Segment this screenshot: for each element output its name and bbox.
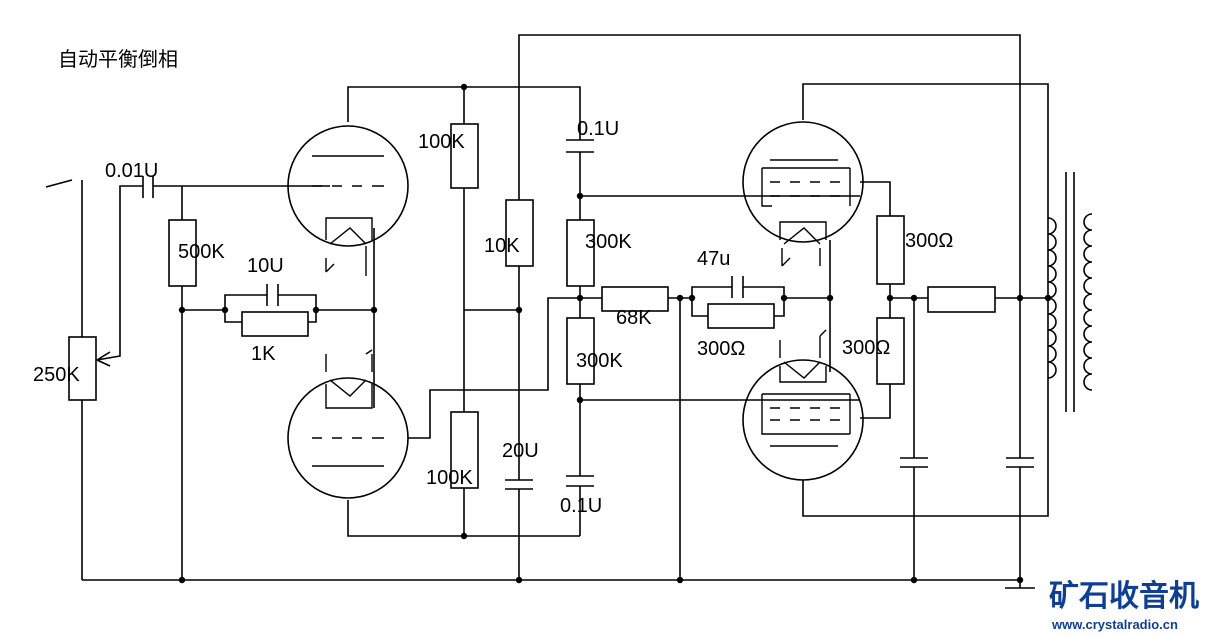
label-r-dropper: 10K bbox=[484, 235, 520, 257]
diagram-title: 自动平衡倒相 bbox=[58, 47, 178, 71]
watermark: 矿石收音机 www.crystalradio.cn bbox=[1049, 579, 1199, 632]
capacitor-0-01u bbox=[142, 176, 154, 198]
label-r-load-top: 100K bbox=[418, 131, 465, 153]
output-transformer bbox=[1047, 172, 1093, 412]
label-r-bias: 68K bbox=[616, 307, 652, 329]
capacitor-0-1u-bottom bbox=[566, 475, 594, 487]
capacitor-output-right bbox=[1006, 457, 1034, 468]
resistor-68k bbox=[601, 286, 669, 312]
capacitor-output-left bbox=[900, 457, 928, 468]
watermark-name: 矿石收音机 bbox=[1049, 579, 1199, 614]
pentode-lower bbox=[742, 329, 864, 481]
resistor-300ohm-cathode bbox=[707, 303, 775, 329]
label-r-load-bottom: 100K bbox=[426, 467, 473, 489]
label-r-grid: 500K bbox=[178, 241, 225, 263]
capacitors bbox=[142, 139, 1034, 490]
triode-lower bbox=[287, 349, 409, 499]
watermark-url: www.crystalradio.cn bbox=[1051, 617, 1178, 632]
capacitor-10u bbox=[266, 284, 279, 306]
junction-dots bbox=[178, 83, 1052, 584]
resistor-300k-bottom bbox=[566, 317, 595, 385]
label-r-grid-top: 300K bbox=[585, 231, 632, 253]
resistor-100k-bottom bbox=[450, 411, 479, 489]
resistor-100k-top bbox=[450, 123, 479, 189]
label-c-cathode: 10U bbox=[247, 255, 284, 277]
label-r-screen-bottom: 300Ω bbox=[842, 337, 890, 359]
label-r-cathode: 1K bbox=[251, 343, 276, 365]
resistor-300ohm-bottom bbox=[876, 317, 905, 385]
label-r-grid-bottom: 300K bbox=[576, 350, 623, 372]
pot-wiper-icon bbox=[96, 351, 111, 367]
label-c-bypass: 47u bbox=[697, 248, 730, 270]
triode-upper bbox=[287, 125, 409, 276]
resistor-1k bbox=[241, 311, 309, 337]
resistor-250k bbox=[68, 336, 97, 401]
capacitor-47u bbox=[731, 276, 744, 298]
wires bbox=[45, 34, 1049, 589]
resistor-300ohm-top bbox=[876, 215, 905, 285]
resistor-10k bbox=[505, 199, 534, 267]
label-c-couple-bottom: 0.1U bbox=[560, 495, 602, 517]
resistors bbox=[68, 123, 996, 489]
capacitor-0-1u-top bbox=[566, 139, 594, 153]
component-labels: 0.01U 500K 250K 10U 1K 100K 100K 10K 20U… bbox=[33, 118, 953, 517]
resistor-output bbox=[927, 286, 996, 313]
label-pot: 250K bbox=[33, 364, 80, 386]
label-c-couple-top: 0.1U bbox=[577, 118, 619, 140]
pentode-upper bbox=[742, 121, 864, 267]
resistor-300k-top bbox=[566, 219, 595, 287]
label-r-cathode-common: 300Ω bbox=[697, 338, 745, 360]
label-r-screen-top: 300Ω bbox=[905, 230, 953, 252]
label-c-filter: 20U bbox=[502, 440, 539, 462]
capacitor-20u bbox=[505, 479, 533, 490]
resistor-500k bbox=[168, 219, 197, 287]
label-c-in: 0.01U bbox=[105, 160, 158, 182]
